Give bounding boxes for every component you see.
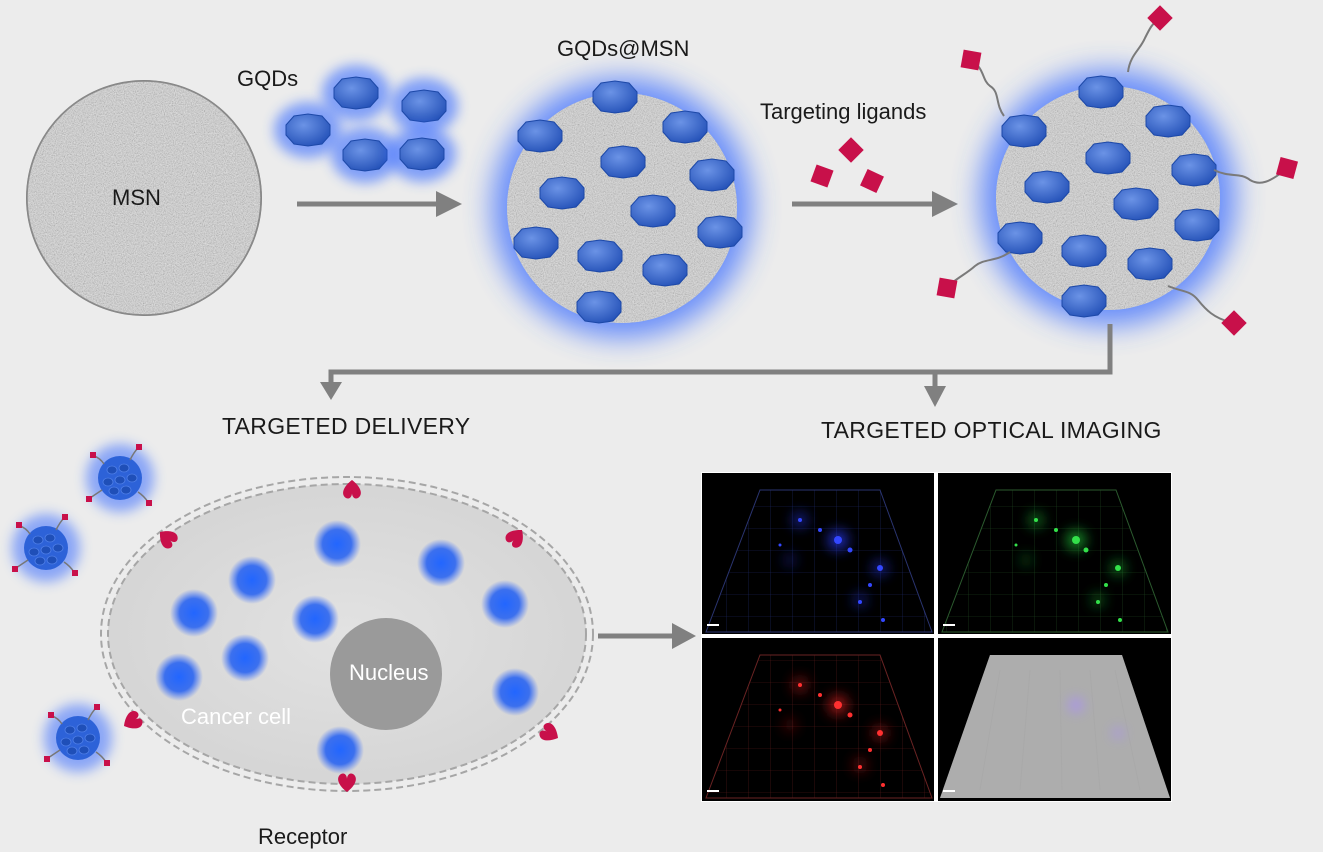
arrow-head-imaging [924, 386, 946, 407]
nucleus-label: Nucleus [349, 660, 429, 685]
imaging-panel-red [702, 638, 934, 801]
arrow-cell-to-imaging [598, 623, 696, 649]
targeted-optical-imaging-label: TARGETED OPTICAL IMAGING [821, 417, 1162, 443]
imaging-panel-merged [938, 638, 1171, 801]
msn-particle [26, 80, 262, 316]
gqds-msn-particle [492, 78, 752, 338]
arrow-head-delivery [320, 382, 342, 400]
internalized-gqds [155, 520, 539, 774]
receptor-label: Receptor [258, 824, 348, 849]
arrow-gqds-msn-to-targeted [792, 191, 958, 217]
targeting-ligand-icons [810, 137, 884, 193]
imaging-panel-green [938, 473, 1171, 634]
cancer-cell [100, 476, 594, 792]
targeted-delivery-label: TARGETED DELIVERY [222, 413, 471, 439]
gqds-label: GQDs [237, 66, 299, 91]
nucleus-shape [330, 618, 442, 730]
arrow-msn-to-gqds-msn [297, 191, 462, 217]
msn-label: MSN [112, 185, 161, 210]
imaging-panel-blue [702, 473, 934, 634]
targeting-ligands-label: Targeting ligands [760, 99, 927, 124]
gqds-msn-label: GQDs@MSN [557, 36, 690, 61]
gqd-cluster [274, 65, 458, 183]
branch-arrows [328, 324, 1113, 390]
targeted-particle [936, 5, 1299, 336]
cancer-cell-label: Cancer cell [181, 704, 292, 729]
imaging-panel-grid [701, 472, 1172, 802]
